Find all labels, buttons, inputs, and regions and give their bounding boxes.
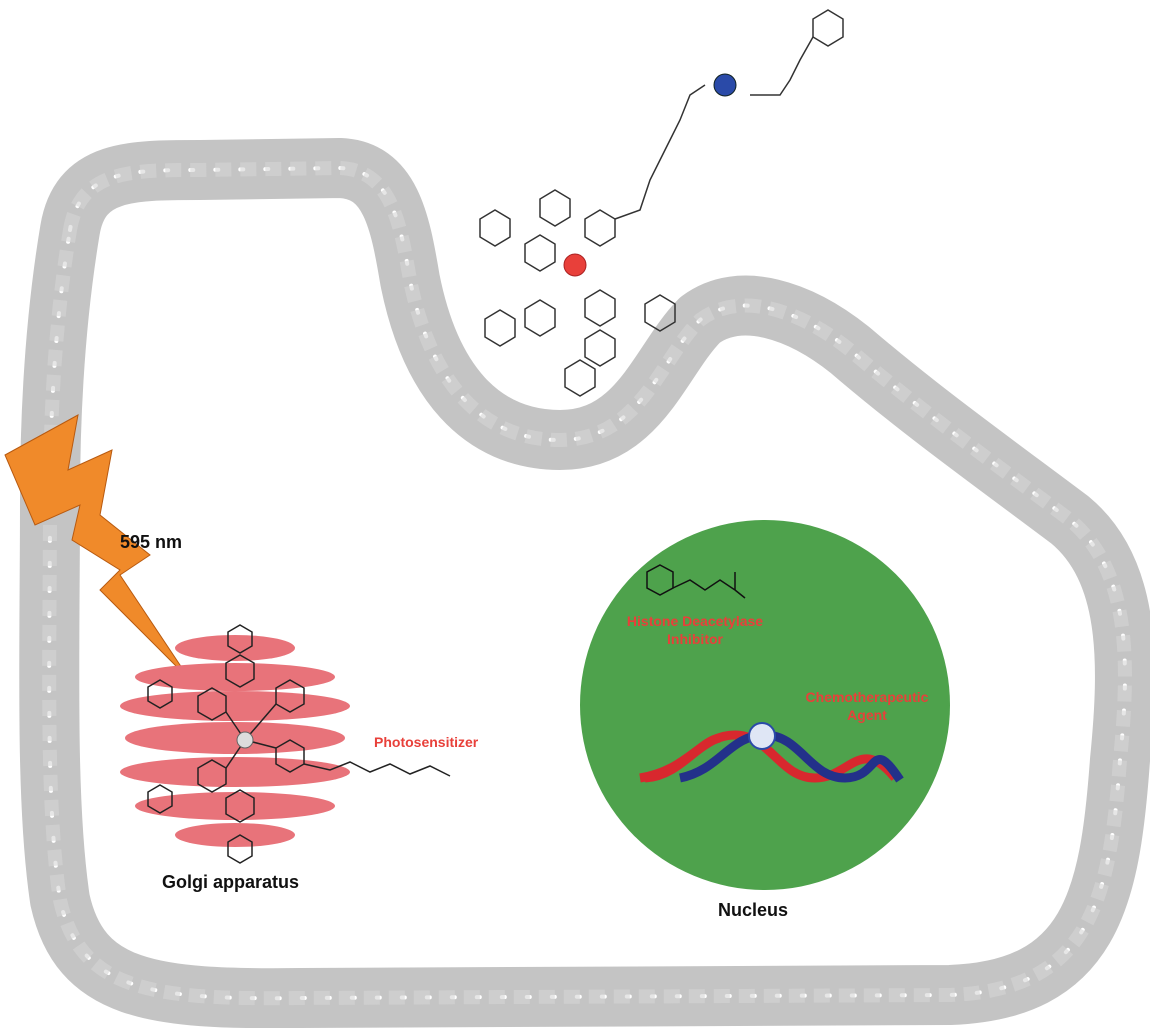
platinum-center-top — [713, 73, 737, 97]
dna-helix — [639, 730, 904, 783]
chemo-line-1: Chemotherapeutic — [805, 689, 929, 705]
ruthenium-center — [236, 731, 254, 749]
cell-membrane — [19, 138, 1150, 1028]
nucleus — [580, 520, 950, 890]
chemo-line-2: Agent — [847, 707, 887, 723]
prodrug-molecule — [479, 9, 844, 397]
wavelength-label: 595 nm — [120, 532, 183, 552]
golgi-apparatus — [120, 635, 350, 847]
hdac-line-1: Histone Deacetylase — [626, 613, 764, 629]
photosensitizer-label: Photosensitizer — [374, 734, 479, 750]
hdac-inhibitor-label: Histone Deacetylase Inhibitor — [600, 612, 790, 648]
nucleus-label: Nucleus — [718, 900, 789, 920]
ruthenium-center-top — [563, 253, 587, 277]
photosensitizer-molecule — [147, 624, 451, 864]
platinum-agent — [748, 722, 776, 750]
light-bolt-icon — [4, 414, 191, 681]
hdac-line-2: Inhibitor — [667, 631, 723, 647]
chemo-agent-label: Chemotherapeutic Agent — [782, 688, 952, 724]
golgi-label: Golgi apparatus — [162, 872, 300, 892]
hdac-inhibitor-molecule — [646, 564, 746, 599]
